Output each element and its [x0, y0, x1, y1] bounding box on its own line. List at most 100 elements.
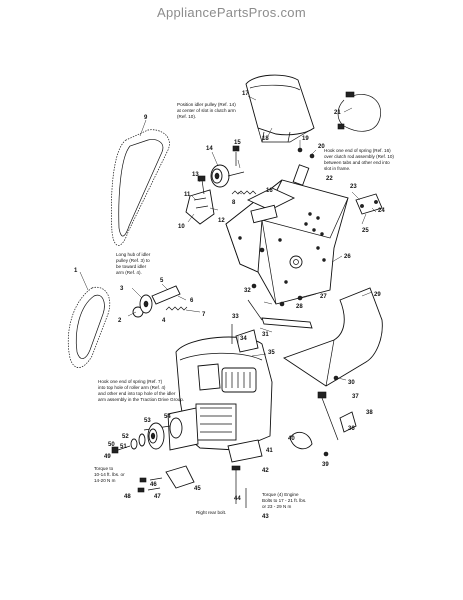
svg-text:(Ref. 10).: (Ref. 10). [177, 114, 196, 119]
callout-10: 10 [178, 224, 185, 230]
note-torque-engine: Torque (4) Engine Bolts to 17 - 21 ft. l… [262, 492, 306, 509]
callout-54: 54 [164, 414, 171, 420]
belt-9 [110, 129, 170, 246]
svg-text:slot in frame.: slot in frame. [324, 166, 350, 171]
callout-17: 17 [242, 91, 249, 97]
callout-20: 20 [318, 144, 325, 150]
callout-32: 32 [244, 288, 251, 294]
callout-35: 35 [268, 350, 275, 356]
note-torque-left: Torque to 10-14 ft. lbs. or 14-20 N m [94, 466, 125, 483]
svg-text:over clutch rod assembly (Ref.: over clutch rod assembly (Ref. 10) [324, 154, 394, 159]
callout-16: 16 [266, 188, 273, 194]
callout-numbers: 9 17 21 14 15 18 19 20 13 11 10 12 8 16 … [74, 91, 385, 520]
bolt-15 [232, 145, 240, 166]
svg-text:arm assembly in the Traction D: arm assembly in the Traction Drive Group… [98, 397, 184, 402]
callout-18: 18 [262, 136, 269, 142]
callout-11: 11 [184, 192, 191, 198]
callout-21: 21 [334, 110, 341, 116]
callout-28: 28 [296, 304, 303, 310]
callout-38: 38 [366, 410, 373, 416]
svg-text:Long hub of idler: Long hub of idler [116, 252, 151, 257]
bracket-45 [137, 465, 195, 493]
callout-12: 12 [218, 218, 225, 224]
svg-text:arm (Ref. 4).: arm (Ref. 4). [116, 270, 142, 275]
note-hook-spring-7: Hook one end of spring (Ref. 7) into top… [98, 379, 184, 402]
frame-22 [225, 164, 349, 305]
svg-text:Position idler pulley (Ref. 14: Position idler pulley (Ref. 14) [177, 102, 236, 107]
cable-21 [337, 91, 382, 132]
spring-16 [231, 190, 257, 195]
svg-text:be toward idler: be toward idler [116, 264, 147, 269]
small-hardware [132, 147, 339, 457]
callout-30: 30 [348, 380, 355, 386]
site-watermark: AppliancePartsPros.com [157, 5, 306, 20]
callout-34: 34 [240, 336, 247, 342]
callout-33: 33 [232, 314, 239, 320]
svg-text:between tabs and other end int: between tabs and other end into [324, 160, 390, 165]
svg-text:at center of slot in clutch ar: at center of slot in clutch arm [177, 108, 236, 113]
idler-pulley-14 [210, 164, 245, 188]
callout-13: 13 [192, 172, 199, 178]
svg-text:14-20 N m: 14-20 N m [94, 478, 116, 483]
svg-text:Torque (4) Engine: Torque (4) Engine [262, 492, 299, 497]
callout-23: 23 [350, 184, 357, 190]
svg-text:or 23 - 29 N m: or 23 - 29 N m [262, 504, 292, 509]
callout-49: 49 [104, 454, 111, 460]
note-right-rear-bolt: Right rear bolt. [196, 510, 226, 515]
belt-1 [67, 286, 111, 368]
svg-text:Torque to: Torque to [94, 466, 114, 471]
rod-31 [247, 299, 313, 329]
callout-51: 51 [120, 444, 127, 450]
callout-29: 29 [374, 292, 381, 298]
callout-14: 14 [206, 146, 213, 152]
engine-bolts-43 [227, 439, 263, 508]
shield-29 [283, 287, 383, 387]
callout-46: 46 [150, 482, 157, 488]
callout-47: 47 [154, 494, 161, 500]
callout-25: 25 [362, 228, 369, 234]
callout-2: 2 [118, 318, 122, 324]
callout-3: 3 [120, 286, 124, 292]
engine-35 [143, 329, 273, 451]
shaft-36 [317, 391, 339, 441]
callout-39: 39 [322, 462, 329, 468]
bracket-24 [355, 193, 383, 215]
svg-text:Bolts to 17 - 21 ft. lbs.: Bolts to 17 - 21 ft. lbs. [262, 498, 306, 503]
note-long-hub: Long hub of idler pulley (Ref. 3) to be … [116, 252, 151, 275]
callout-41: 41 [266, 448, 273, 454]
callout-50: 50 [108, 442, 115, 448]
callout-48: 48 [124, 494, 131, 500]
svg-text:pulley (Ref. 3) to: pulley (Ref. 3) to [116, 258, 150, 263]
knob-40 [289, 431, 313, 450]
note-idler-pulley: Position idler pulley (Ref. 14) at cente… [177, 102, 236, 119]
callout-37: 37 [352, 394, 359, 400]
callout-43: 43 [262, 514, 269, 520]
callout-31: 31 [262, 332, 269, 338]
engine-pulleys-52-54 [111, 417, 183, 454]
callout-44: 44 [234, 496, 241, 502]
callout-24: 24 [378, 208, 385, 214]
svg-text:Hook one end of spring (Ref. 7: Hook one end of spring (Ref. 7) [98, 379, 163, 384]
callout-53: 53 [144, 418, 151, 424]
svg-text:Hook one end of spring (Ref. 1: Hook one end of spring (Ref. 16) [324, 148, 391, 153]
callout-5: 5 [160, 278, 164, 284]
callout-36: 36 [348, 426, 355, 432]
callout-42: 42 [262, 468, 269, 474]
svg-text:into top hole of roller arm (R: into top hole of roller arm (Ref. 4) [98, 385, 166, 390]
callout-45: 45 [194, 486, 201, 492]
callout-52: 52 [122, 434, 129, 440]
belt-cover-17 [245, 74, 315, 143]
callout-22: 22 [326, 176, 333, 182]
callout-19: 19 [302, 136, 309, 142]
callout-15: 15 [234, 140, 241, 146]
callout-27: 27 [320, 294, 327, 300]
callout-26: 26 [344, 254, 351, 260]
svg-text:10-14 ft. lbs. or: 10-14 ft. lbs. or [94, 472, 125, 477]
callout-9: 9 [144, 115, 148, 121]
callout-8: 8 [232, 200, 236, 206]
svg-text:Right rear bolt.: Right rear bolt. [196, 510, 226, 515]
note-hook-spring-16: Hook one end of spring (Ref. 16) over cl… [324, 148, 394, 171]
callout-7: 7 [202, 312, 206, 318]
handle-38 [339, 411, 357, 433]
